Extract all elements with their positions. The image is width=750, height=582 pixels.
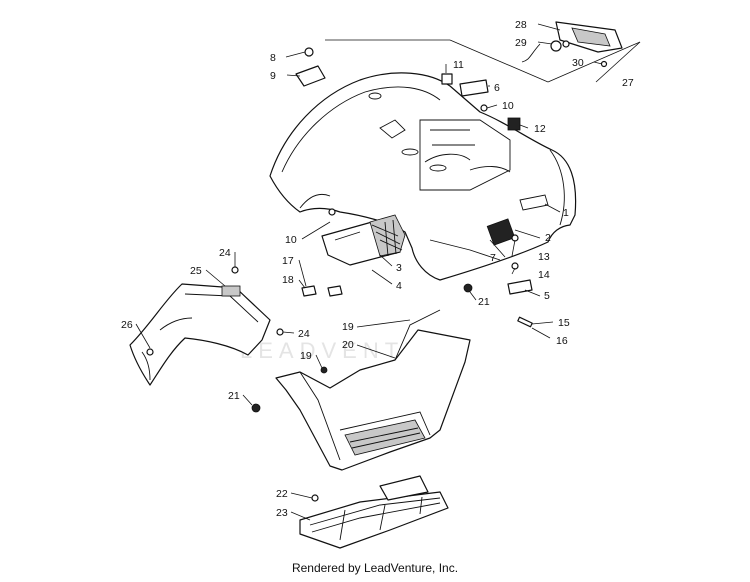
- callout-28: 28: [515, 19, 527, 31]
- callout-29: 29: [515, 37, 527, 49]
- callout-5: 5: [544, 290, 550, 302]
- callout-10b: 10: [285, 234, 297, 246]
- callout-15: 15: [558, 317, 570, 329]
- callout-23: 23: [276, 507, 288, 519]
- callout-13: 13: [538, 251, 550, 263]
- callout-11: 11: [453, 59, 464, 71]
- callout-10a: 10: [502, 100, 514, 112]
- callout-30: 30: [572, 57, 584, 69]
- callout-8: 8: [270, 52, 276, 64]
- rear-light-assembly: [521, 21, 623, 63]
- callout-14: 14: [538, 269, 550, 281]
- callout-7: 7: [490, 252, 496, 264]
- callout-27: 27: [622, 77, 634, 89]
- side-panel: [129, 283, 271, 386]
- callout-1: 1: [563, 207, 569, 219]
- callout-2: 2: [545, 232, 551, 244]
- footer-credit: Rendered by LeadVenture, Inc.: [291, 561, 459, 575]
- callout-12: 12: [534, 123, 546, 135]
- leader-lines: [135, 23, 641, 521]
- callout-19a: 19: [342, 321, 354, 333]
- callout-19b: 19: [300, 350, 312, 362]
- callout-22: 22: [276, 488, 288, 500]
- callout-21b: 21: [228, 390, 240, 402]
- callout-18: 18: [282, 274, 294, 286]
- callout-25: 25: [190, 265, 202, 277]
- callout-3: 3: [396, 262, 402, 274]
- footrest-bracket: [299, 475, 449, 549]
- callout-labels: 1 2 3 4 5 6 7 8 9 10 10 11 12 13 14 15 1…: [121, 19, 634, 519]
- fasteners: [146, 47, 608, 502]
- callout-4: 4: [396, 280, 402, 292]
- footwell: [275, 309, 471, 471]
- callout-20: 20: [342, 339, 354, 351]
- callout-26: 26: [121, 319, 133, 331]
- callout-24b: 24: [298, 328, 310, 340]
- callout-6: 6: [494, 82, 500, 94]
- callout-9: 9: [270, 70, 276, 82]
- callout-17: 17: [282, 255, 294, 267]
- callout-21a: 21: [478, 296, 490, 308]
- callout-16: 16: [556, 335, 568, 347]
- storage-tray: [321, 214, 406, 266]
- rear-fender: [269, 72, 577, 281]
- callout-24a: 24: [219, 247, 231, 259]
